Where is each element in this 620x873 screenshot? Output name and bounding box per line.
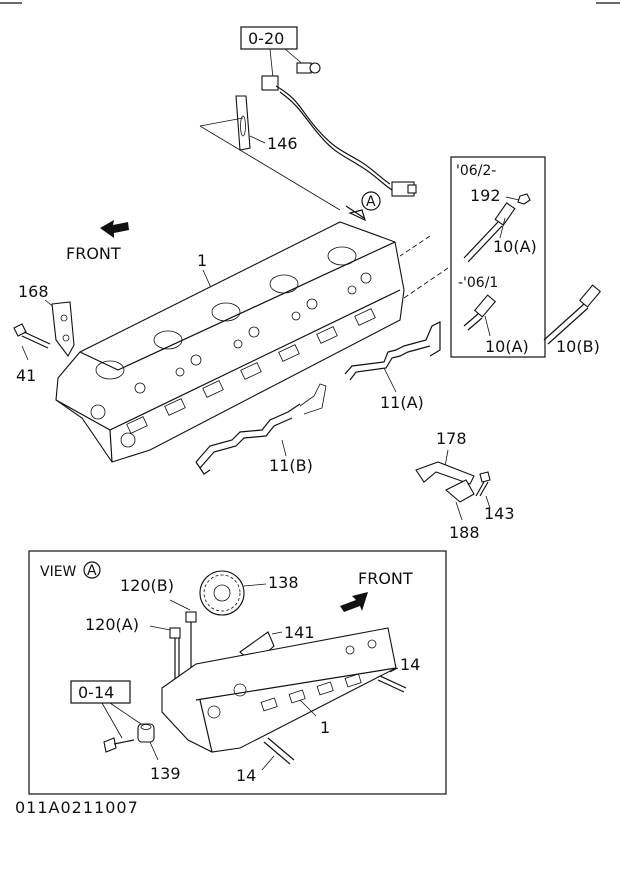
part-label-10a-top: 10(A) bbox=[493, 237, 537, 256]
part-label-192: 192 bbox=[470, 186, 501, 205]
part-label-141: 141 bbox=[284, 623, 315, 642]
sensor-harness bbox=[261, 62, 417, 197]
stud-14-right bbox=[377, 675, 407, 693]
sprocket-138 bbox=[199, 570, 245, 616]
ref-box-0-14 bbox=[70, 680, 131, 704]
range-label-new: '06/2- bbox=[456, 163, 496, 179]
bushing-139 bbox=[137, 723, 155, 743]
bolt-0-14 bbox=[103, 737, 135, 753]
part-label-11a: 11(A) bbox=[380, 393, 424, 412]
bolt-41 bbox=[13, 323, 51, 349]
cylinder-head-view-a bbox=[161, 627, 397, 753]
part-label-146: 146 bbox=[267, 134, 298, 153]
ref-box-0-20 bbox=[240, 26, 298, 50]
figure-code: 011A0211007 bbox=[15, 798, 139, 817]
ref-label-0-14: 0-14 bbox=[78, 683, 114, 702]
ref-label-0-20: 0-20 bbox=[248, 29, 284, 48]
view-direction-arrow bbox=[345, 205, 366, 222]
part-label-120b: 120(B) bbox=[120, 576, 174, 595]
callout-a-label: A bbox=[366, 194, 376, 210]
bolt-143 bbox=[475, 471, 491, 497]
view-a-frame bbox=[28, 550, 447, 795]
part-label-143: 143 bbox=[484, 504, 515, 523]
clip-178 bbox=[415, 461, 475, 485]
part-label-41: 41 bbox=[16, 366, 36, 385]
front-label-top: FRONT bbox=[66, 244, 121, 263]
stud-14-bottom bbox=[263, 737, 295, 765]
part-label-188: 188 bbox=[449, 523, 480, 542]
bracket-168 bbox=[51, 301, 75, 358]
part-label-1-view: 1 bbox=[320, 718, 330, 737]
callout-a-circle bbox=[361, 191, 381, 211]
glow-plug-10a-new bbox=[463, 202, 516, 263]
part-label-168: 168 bbox=[18, 282, 49, 301]
part-label-120a: 120(A) bbox=[85, 615, 139, 634]
range-label-old: -'06/1 bbox=[458, 275, 498, 291]
bracket-146 bbox=[235, 95, 251, 151]
view-a-label: VIEW bbox=[40, 564, 77, 580]
part-label-139: 139 bbox=[150, 764, 181, 783]
bolt-120b bbox=[185, 611, 197, 668]
part-label-10b: 10(B) bbox=[556, 337, 600, 356]
part-label-10a-bot: 10(A) bbox=[485, 337, 529, 356]
part-label-138: 138 bbox=[268, 573, 299, 592]
front-arrow-view bbox=[340, 592, 368, 612]
glow-plug-10b bbox=[543, 284, 602, 345]
part-label-14-right: 14 bbox=[400, 655, 420, 674]
front-label-view: FRONT bbox=[358, 569, 413, 588]
glow-lead-11b bbox=[195, 403, 301, 475]
part-label-1-top: 1 bbox=[197, 251, 207, 270]
part-label-11b: 11(B) bbox=[269, 456, 313, 475]
cylinder-head bbox=[55, 221, 405, 463]
glow-plug-inset bbox=[450, 156, 546, 358]
part-label-178: 178 bbox=[436, 429, 467, 448]
view-a-circle-label: A bbox=[87, 563, 97, 579]
glow-plug-10a-old bbox=[463, 294, 497, 331]
part-label-14-bottom: 14 bbox=[236, 766, 256, 785]
glow-lead-11a bbox=[299, 321, 441, 415]
glow-plug-nut-192 bbox=[517, 193, 531, 205]
front-arrow-top bbox=[100, 220, 129, 238]
clamp-188 bbox=[445, 479, 475, 503]
view-a-circle bbox=[83, 561, 101, 579]
